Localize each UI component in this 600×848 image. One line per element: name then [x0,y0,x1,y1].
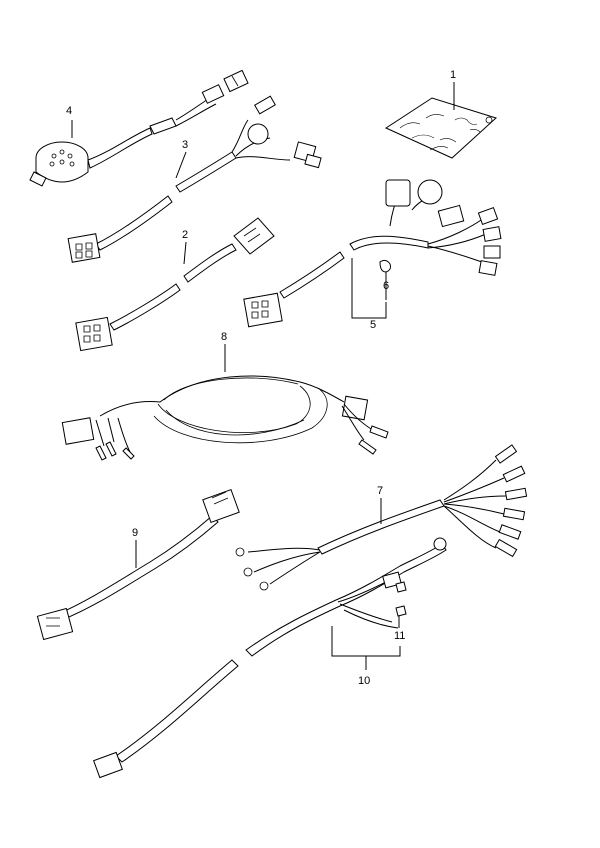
part-10-long-harness[interactable] [93,537,447,779]
callout-3-leader [175,151,187,179]
callout-8-label: 8 [221,331,227,343]
callout-10-bracket [331,626,401,657]
part-6-clip[interactable] [379,259,391,273]
part-11-clip[interactable] [395,605,407,617]
part-4-buzzer[interactable] [29,69,249,187]
callout-11-label: 11 [394,630,405,642]
part-7-wire-harness[interactable] [235,444,528,591]
callout-1-label: 1 [450,69,456,81]
callout-2-leader [183,241,187,265]
callout-2-label: 2 [182,229,188,241]
callout-6-label: 6 [383,280,389,292]
part-9-short-harness[interactable] [36,488,240,641]
callout-4-label: 4 [66,105,72,117]
part-1-small-parts-bag[interactable] [384,97,497,159]
callout-9-label: 9 [132,527,138,539]
part-2-extension-harness[interactable] [75,217,275,352]
part-5-relay-harness[interactable] [243,179,502,328]
callout-10-label: 10 [358,675,370,687]
part-8-main-harness[interactable] [61,375,389,461]
callout-7-label: 7 [377,485,383,497]
callout-3-label: 3 [182,139,188,151]
callout-5-bracket [351,258,387,319]
callout-5-label: 5 [370,319,376,331]
part-3-wire-harness[interactable] [67,95,322,263]
